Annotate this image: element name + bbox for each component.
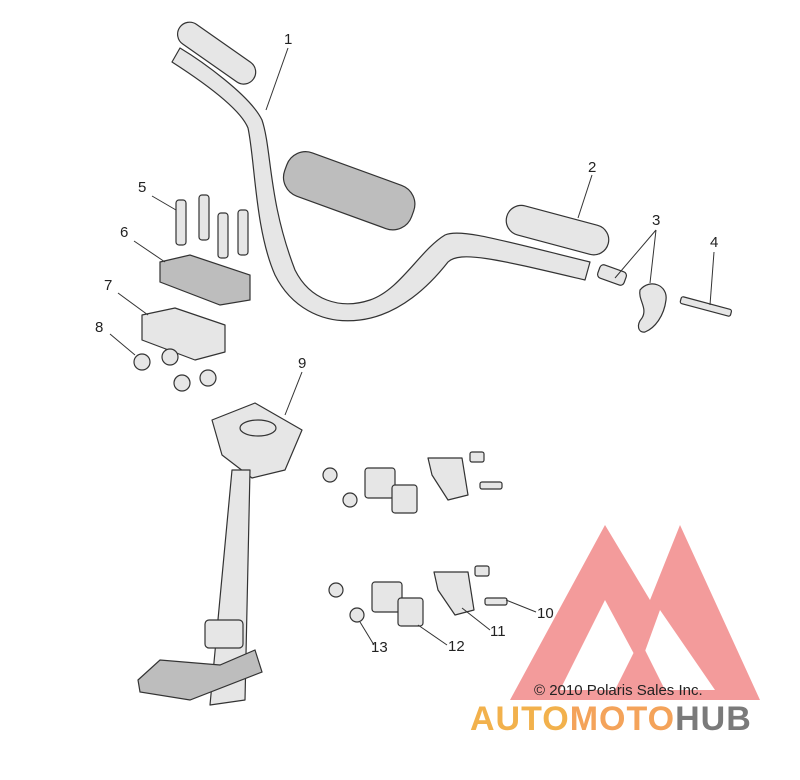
watermark-text: AUTOMOTOHUB <box>470 700 752 739</box>
callout-7: 7 <box>104 277 112 294</box>
callout-1: 1 <box>284 31 292 48</box>
watermark-moto: MOTO <box>569 700 676 738</box>
watermark-logo <box>510 525 760 700</box>
callout-5: 5 <box>138 179 146 196</box>
copyright-text: © 2010 Polaris Sales Inc. <box>534 682 703 699</box>
handlebar <box>171 21 591 322</box>
callout-4: 4 <box>710 234 718 251</box>
lower-clamp <box>117 292 226 361</box>
callout-11: 11 <box>490 623 506 640</box>
grip <box>505 174 610 256</box>
lower-clamp-set <box>328 565 537 646</box>
lever-assembly <box>596 229 667 333</box>
upper-clamp-set <box>322 451 503 514</box>
callout-8: 8 <box>95 319 103 336</box>
watermark-hub: HUB <box>675 700 752 738</box>
clamp-bolts <box>151 194 249 259</box>
callout-6: 6 <box>120 224 128 241</box>
callout-12: 12 <box>448 638 465 655</box>
callout-3: 3 <box>652 212 660 229</box>
callout-10: 10 <box>537 605 554 622</box>
steering-post <box>137 371 303 706</box>
watermark-auto: AUTO <box>470 700 570 738</box>
callout-13: 13 <box>371 639 388 656</box>
upper-clamp <box>133 240 251 306</box>
bolt <box>679 251 733 317</box>
callout-9: 9 <box>298 355 306 372</box>
nuts <box>109 333 217 392</box>
callout-2: 2 <box>588 159 596 176</box>
